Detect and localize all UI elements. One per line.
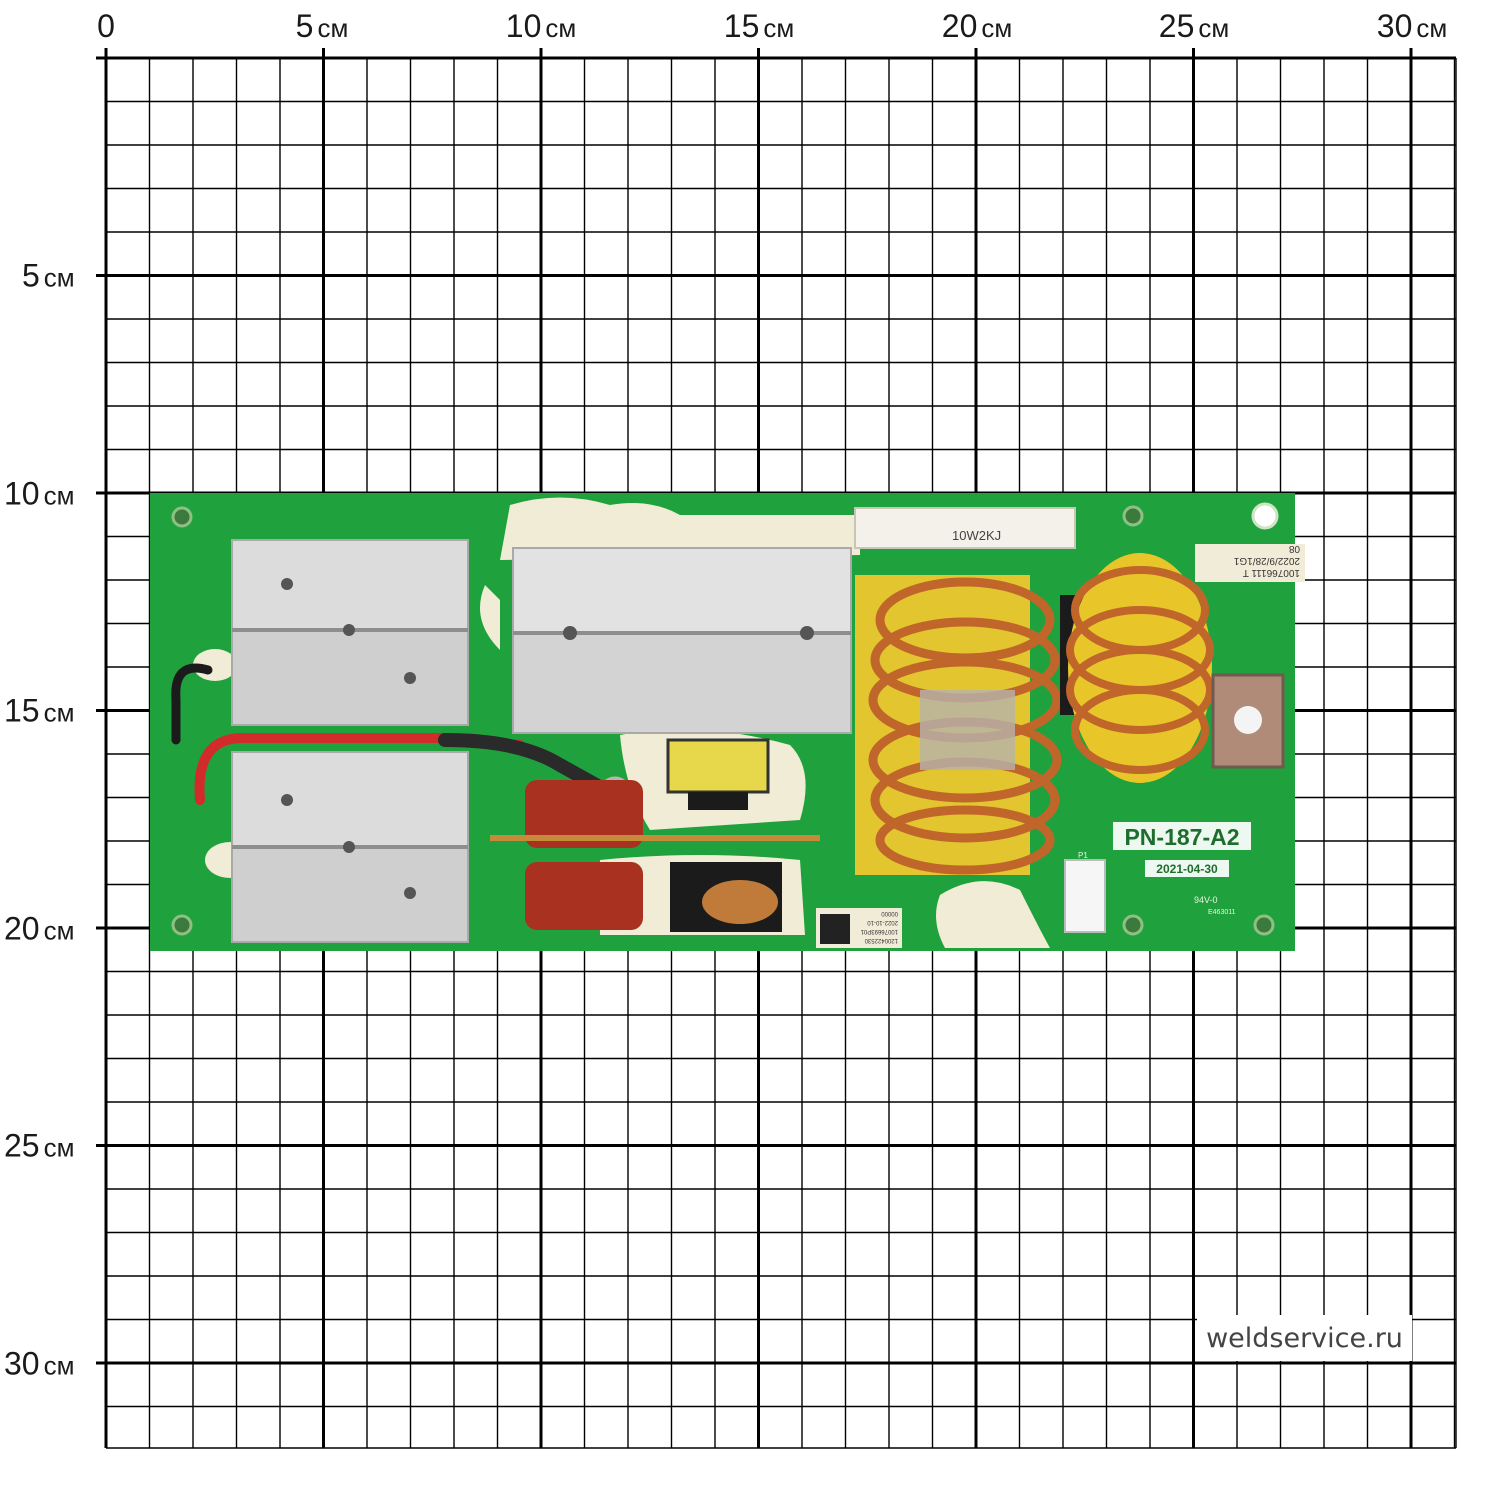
svg-text:1200422530: 1200422530 [864, 937, 898, 943]
svg-text:00000: 00000 [881, 910, 898, 916]
auxiliary-transformer [666, 738, 782, 932]
connector-p1: P1 [1064, 851, 1106, 933]
svg-text:E463011: E463011 [1208, 909, 1236, 916]
ul-marking: 94V-0 E463011 [1194, 895, 1236, 916]
toroid-choke-right [1060, 553, 1214, 783]
svg-text:100766111 T: 100766111 T [1243, 567, 1300, 578]
terminal-lug [1211, 673, 1285, 769]
svg-text:08: 08 [1288, 543, 1300, 554]
heatsink-lower-left [231, 751, 469, 943]
svg-text:2022-10-10: 2022-10-10 [867, 919, 898, 925]
toroid-choke-left [855, 575, 1062, 875]
ruler-top-0: 0 [97, 8, 115, 44]
board-date: 2021-04-30 [1156, 862, 1218, 876]
part-number: PN-187-A2 [1124, 824, 1239, 850]
svg-text:2022/9/28/1G1: 2022/9/28/1G1 [1233, 555, 1300, 566]
svg-text:P1: P1 [1078, 851, 1088, 860]
watermark: weldservice.ru [1197, 1315, 1412, 1361]
heatsink-center [512, 547, 852, 734]
svg-text:10076693P01: 10076693P01 [860, 928, 898, 934]
mounting-holes [171, 502, 1279, 936]
power-resistor: 10W2KJ [854, 507, 1076, 549]
part-number-label: PN-187-A2 2021-04-30 [1113, 822, 1251, 877]
qr-label: 1200422530 10076693P01 2022-10-10 00000 [816, 908, 902, 948]
date-sticker: 100766111 T 2022/9/28/1G1 08 [1195, 543, 1305, 582]
svg-text:94V-0: 94V-0 [1194, 895, 1218, 905]
heatsink-upper-left [231, 539, 469, 726]
resistor-marking: 10W2KJ [952, 528, 1001, 543]
capacitors [490, 780, 820, 930]
pcb-board: 10W2KJ [150, 493, 1305, 951]
